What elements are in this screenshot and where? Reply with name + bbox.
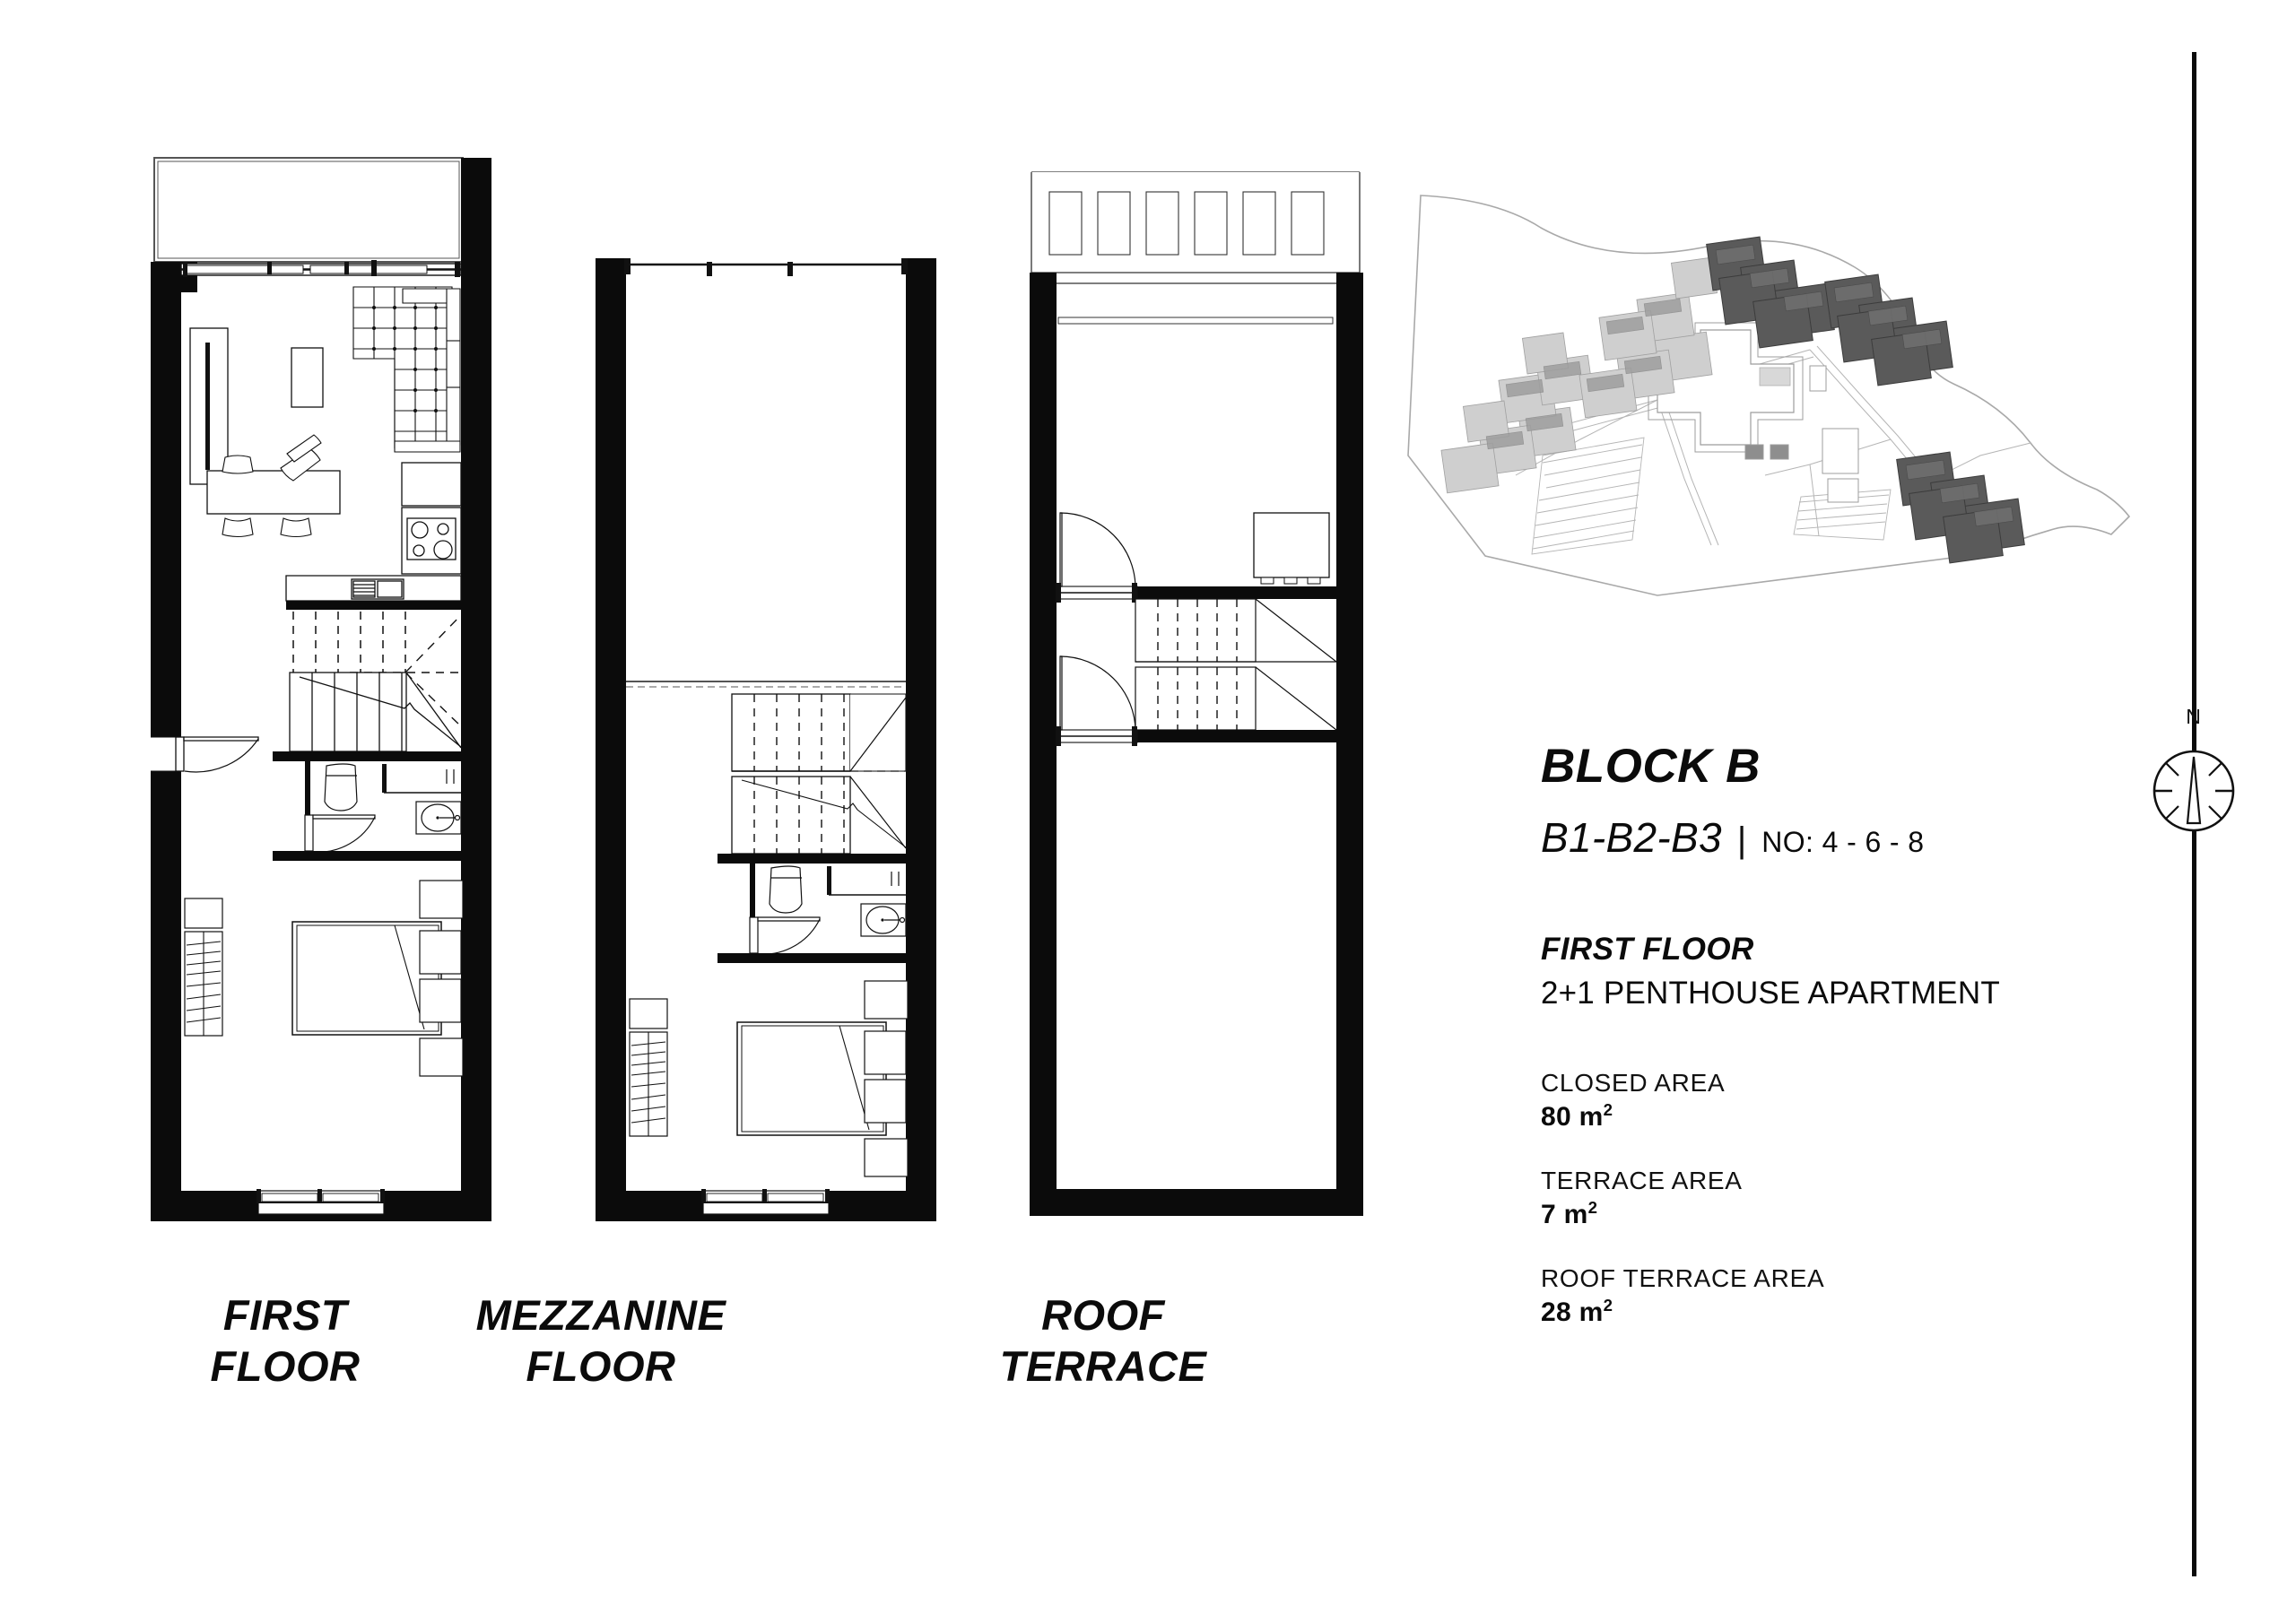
staircase: [1135, 598, 1337, 731]
terrace-balustrade: [153, 157, 464, 263]
area-roof-terrace: ROOF TERRACE AREA 28 m2: [1541, 1263, 2151, 1330]
wall-stair-bottom: [273, 751, 461, 761]
compass-icon: [2152, 750, 2235, 832]
site-plan: [1388, 160, 2133, 617]
void-railing: [624, 258, 908, 276]
info-panel: BLOCK B B1-B2-B3 | NO: 4 - 6 - 8 FIRST F…: [1541, 742, 2151, 1361]
sofa: [352, 286, 461, 453]
area-terrace-value: 7 m2: [1541, 1197, 2151, 1232]
water-tank: [1253, 512, 1330, 585]
parapet-lines: [1057, 282, 1336, 325]
central-building: [1648, 322, 1804, 453]
first-floor-drawing: [151, 157, 491, 1221]
bedroom: [629, 980, 909, 1177]
bedroom-window: [701, 1189, 830, 1215]
bedroom: [184, 880, 464, 1077]
area-roof-terrace-exp: 2: [1603, 1296, 1613, 1315]
compass-rose: N: [2140, 705, 2248, 849]
exterior-walls: [1030, 273, 1363, 1216]
bathroom: [749, 864, 907, 955]
wall-lobby-bottom: [1135, 730, 1336, 742]
entry-door: [151, 736, 259, 773]
sliding-door-terrace: [180, 260, 462, 277]
block-title: BLOCK B: [1541, 740, 1761, 793]
roof-terrace-drawing: [1030, 171, 1363, 1216]
area-terrace: TERRACE AREA 7 m2: [1541, 1165, 2151, 1232]
exterior-walls: [596, 258, 936, 1221]
unit-separator: |: [1736, 820, 1747, 860]
coffee-table: [291, 347, 324, 408]
floor-kicker: FIRST FLOOR: [1541, 932, 1754, 967]
area-terrace-label: TERRACE AREA: [1541, 1167, 1743, 1195]
site-master-plan: [1407, 195, 2131, 596]
wall-bedroom-top: [718, 953, 906, 963]
area-closed-value: 80 m2: [1541, 1099, 2151, 1134]
compass-north-label: N: [2186, 705, 2202, 728]
dining-set: [206, 434, 341, 538]
area-closed: CLOSED AREA 80 m2: [1541, 1067, 2151, 1134]
area-roof-terrace-label: ROOF TERRACE AREA: [1541, 1264, 1825, 1293]
pergola: [1031, 171, 1361, 273]
wall-stair-top: [286, 601, 461, 610]
unit-row: B1-B2-B3 | NO: 4 - 6 - 8: [1541, 813, 2151, 862]
area-roof-terrace-number: 28 m: [1541, 1298, 1604, 1328]
area-closed-exp: 2: [1603, 1099, 1613, 1119]
bedroom-window: [257, 1189, 385, 1215]
staircase: [289, 612, 462, 752]
staircase: [731, 693, 907, 855]
site-outbuildings: [1744, 365, 1859, 503]
roof-door-lower: [1056, 655, 1138, 746]
site-blocks-unhighlighted: [1440, 256, 1718, 494]
first-floor-caption: FIRST FLOOR: [210, 1291, 361, 1391]
roof-terrace-caption: ROOF TERRACE: [999, 1291, 1207, 1391]
roof-terrace-plan: [1030, 160, 1363, 1228]
parking-left: [1531, 437, 1645, 555]
wall-bath-top: [718, 854, 906, 864]
area-roof-terrace-value: 28 m2: [1541, 1295, 2151, 1330]
area-closed-number: 80 m: [1541, 1101, 1604, 1132]
area-terrace-exp: 2: [1587, 1198, 1598, 1218]
mezzanine-floor-plan: [596, 258, 936, 1228]
site-blocks-highlighted-detail: [1715, 244, 2014, 527]
kitchen: [285, 462, 462, 602]
mezzanine-drawing: [596, 258, 936, 1221]
mezzanine-floor-caption: MEZZANINE FLOOR: [475, 1291, 726, 1391]
unit-numbers: NO: 4 - 6 - 8: [1761, 826, 1925, 858]
unit-codes: B1-B2-B3: [1541, 814, 1722, 861]
first-floor-plan: [151, 152, 509, 1228]
wall-lobby-top: [1135, 586, 1336, 599]
wall-bedroom-top: [273, 851, 461, 861]
area-terrace-number: 7 m: [1541, 1200, 1588, 1230]
void-edge: [626, 681, 906, 688]
floor-subtitle: 2+1 PENTHOUSE APARTMENT: [1541, 976, 2000, 1011]
exterior-walls: [151, 158, 491, 1221]
area-closed-label: CLOSED AREA: [1541, 1069, 1726, 1097]
tv-unit: [189, 327, 229, 485]
roof-door-upper: [1056, 512, 1138, 603]
wc: [304, 761, 462, 853]
